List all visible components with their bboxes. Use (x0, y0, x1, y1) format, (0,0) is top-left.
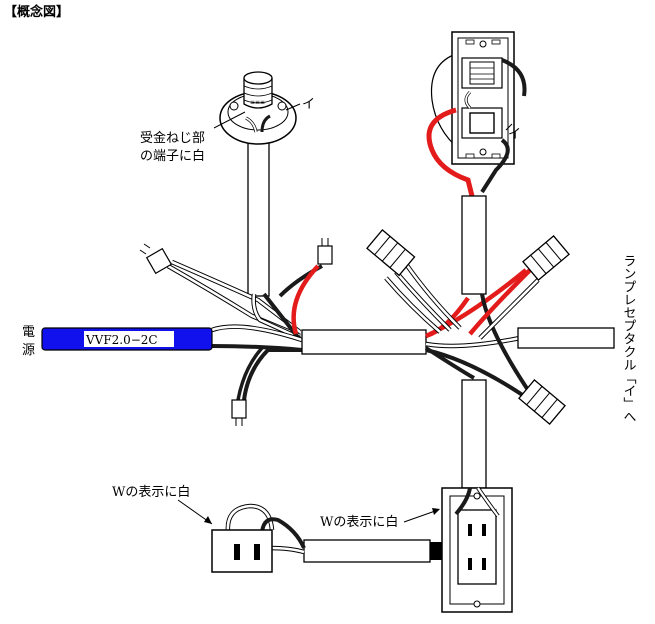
lamp-i-label: イ (302, 97, 315, 112)
lamp-terminal-label-line1: 受金ねじ部 (140, 130, 205, 146)
outlet-cable-horizontal (303, 539, 431, 563)
outlet-cable-end (430, 542, 442, 560)
w-center-leader (403, 509, 439, 523)
switch-assembly (426, 31, 527, 197)
w-label-left: Wの表示に白 (112, 484, 190, 500)
power-label-2: 源 (22, 343, 35, 358)
lamp-leader-line (213, 111, 246, 129)
lamp-terminal-label-line2: の端子に白 (140, 148, 205, 164)
svg-text:≡≡≡: ≡≡≡ (250, 99, 265, 106)
right-vertical-label: ランプレセプタクル「イ」へ (621, 254, 637, 423)
outlet-receptacle (441, 486, 513, 613)
w-label-center: Wの表示に白 (320, 514, 398, 530)
push-connector-top-left (366, 229, 416, 277)
diagram-title: 【概念図】 (4, 4, 69, 20)
connector-left-top (139, 243, 173, 275)
connector-right-top (317, 238, 333, 265)
connector-bottom-left (231, 399, 247, 426)
lamp-receptacle: ≡≡≡ (219, 71, 297, 297)
switch-cable (461, 195, 487, 295)
junction-wires (166, 259, 323, 401)
push-connector-bottom-right (518, 379, 566, 425)
power-cable-label: VVF2.0−2C (85, 333, 158, 347)
junction-cable (301, 329, 427, 355)
switch-i-label: イ (508, 127, 521, 142)
push-connector-top-right (522, 235, 570, 281)
right-junction-wires (384, 262, 540, 398)
right-cable (517, 327, 615, 349)
power-label-1: 電 (22, 325, 35, 340)
small-outlet (211, 503, 306, 573)
outlet-cable-vertical (461, 379, 487, 489)
